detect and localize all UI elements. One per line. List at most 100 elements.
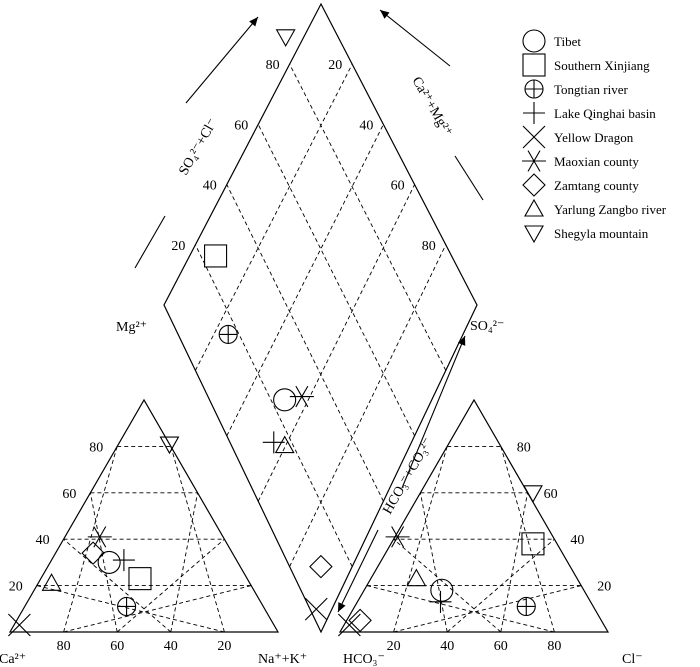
point-lake-qinghai-basin-anion bbox=[429, 590, 452, 613]
point-yarlung-zangbo-river-anion-polygon bbox=[406, 568, 427, 587]
cation-bottom-tick-80: 80 bbox=[57, 639, 71, 654]
grid-lines bbox=[36, 63, 582, 633]
point-tibet-cation-circle bbox=[97, 550, 121, 574]
point-yarlung-zangbo-river-anion bbox=[406, 568, 427, 587]
legend-marker-lake-qinghai-basin-path bbox=[523, 102, 545, 124]
point-tibet-anion-circle bbox=[430, 578, 454, 602]
cation-corner-right-label: Na⁺+K⁺ bbox=[258, 652, 307, 667]
point-zamtang-county-diamond-polygon bbox=[309, 554, 333, 579]
legend-marker-southern-xinjiang bbox=[522, 53, 546, 77]
point-tongtian-river-diamond-cross bbox=[219, 325, 238, 344]
point-yarlung-zangbo-river-diamond bbox=[274, 435, 295, 454]
data-points bbox=[7, 29, 545, 637]
cation-grid-a-80 bbox=[36, 585, 225, 633]
anion-grid-b-20 bbox=[393, 585, 582, 633]
cation-left-tick-40: 40 bbox=[36, 533, 50, 548]
hco3-arrow-up-head bbox=[457, 336, 466, 346]
point-shegyla-mountain-cation bbox=[159, 436, 180, 455]
anion-grid-a-60 bbox=[393, 538, 502, 633]
diamond-grid-u-40 bbox=[257, 184, 416, 502]
point-shegyla-mountain-diamond bbox=[275, 29, 296, 47]
diamond-grid-v-40 bbox=[226, 184, 384, 502]
diamond-left-tick-60: 60 bbox=[234, 118, 248, 133]
point-yellow-dragon-diamond-path bbox=[304, 597, 328, 621]
diamond-left-tick-80: 80 bbox=[266, 58, 280, 73]
axis-arrows bbox=[134, 9, 484, 613]
legend-marker-yellow-dragon bbox=[522, 125, 546, 149]
legend-label-yellow-dragon: Yellow Dragon bbox=[554, 130, 634, 145]
legend-marker-zamtang-county bbox=[522, 173, 546, 197]
diamond-left-axis-label: SO₄²⁻+Cl⁻ bbox=[176, 116, 220, 178]
point-tongtian-river-cation-cross bbox=[117, 597, 136, 616]
point-maoxian-county-diamond bbox=[289, 385, 314, 408]
point-southern-xinjiang-anion-rect bbox=[521, 532, 545, 556]
diamond-right-tick-60: 60 bbox=[391, 179, 405, 194]
diamond-grid-u-60 bbox=[226, 124, 384, 437]
point-tongtian-river-cation bbox=[117, 596, 137, 617]
legend-label-tongtian-river: Tongtian river bbox=[554, 82, 628, 97]
cation-grid-b-60 bbox=[170, 492, 199, 633]
point-tongtian-river-anion bbox=[516, 596, 536, 617]
point-zamtang-county-diamond bbox=[309, 554, 333, 579]
point-southern-xinjiang-diamond bbox=[204, 244, 228, 268]
socl-arrow-tail bbox=[134, 215, 166, 269]
point-yellow-dragon-anion bbox=[337, 613, 361, 637]
anion-bottom-tick-40: 40 bbox=[440, 639, 454, 654]
cation-grid-b-40 bbox=[116, 538, 225, 633]
point-maoxian-county-cation bbox=[87, 526, 112, 548]
diamond-left-tick-40: 40 bbox=[203, 179, 217, 194]
anion-corner-left-label: HCO₃⁻ bbox=[343, 652, 385, 667]
diamond-grid-u-20 bbox=[289, 244, 447, 567]
anion-grid-a-80 bbox=[366, 585, 555, 633]
point-zamtang-county-anion-polygon bbox=[348, 608, 372, 633]
point-tibet-cation bbox=[97, 550, 121, 574]
cation-left-tick-80: 80 bbox=[89, 440, 103, 455]
legend-label-zamtang-county: Zamtang county bbox=[554, 178, 639, 193]
point-yellow-dragon-cation-path bbox=[7, 613, 31, 637]
legend-label-tibet: Tibet bbox=[554, 34, 581, 49]
point-maoxian-county-diamond-path bbox=[289, 385, 314, 408]
point-tongtian-river-anion-cross bbox=[517, 597, 536, 616]
legend-marker-tibet-circle bbox=[522, 29, 546, 53]
anion-triangle bbox=[338, 398, 610, 633]
cation-grid-b-20 bbox=[63, 585, 252, 633]
point-yarlung-zangbo-river-cation-polygon bbox=[41, 573, 62, 591]
diamond-right-tick-20: 20 bbox=[328, 58, 342, 73]
point-yellow-dragon-diamond bbox=[304, 597, 328, 621]
anion-bottom-tick-20: 20 bbox=[387, 639, 401, 654]
legend-marker-zamtang-county-polygon bbox=[522, 173, 546, 197]
legend-marker-lake-qinghai-basin bbox=[523, 102, 545, 124]
camg-arrow-tail bbox=[454, 155, 484, 201]
legend-marker-tongtian-river-cross bbox=[525, 80, 543, 98]
point-zamtang-county-cation-polygon bbox=[81, 541, 105, 565]
point-tibet-diamond-circle bbox=[273, 388, 297, 412]
point-maoxian-county-anion-path bbox=[385, 526, 410, 548]
diamond-grid-v-80 bbox=[289, 63, 447, 371]
anion-grid-b-60 bbox=[500, 492, 529, 633]
point-southern-xinjiang-cation-rect bbox=[128, 567, 152, 591]
triangle-and-diamond-frames bbox=[8, 2, 610, 634]
diamond-right-tick-80: 80 bbox=[422, 239, 436, 254]
legend-label-maoxian-county: Maoxian county bbox=[554, 154, 639, 169]
point-shegyla-mountain-cation-polygon bbox=[159, 436, 180, 455]
cation-bottom-tick-60: 60 bbox=[110, 639, 124, 654]
camg-arrow-up bbox=[379, 9, 451, 67]
point-yellow-dragon-anion-path bbox=[337, 613, 361, 637]
anion-grid-b-40 bbox=[446, 538, 555, 633]
point-shegyla-mountain-anion-polygon bbox=[523, 485, 543, 503]
hco3-arrow-down bbox=[337, 529, 379, 613]
socl-arrow-up-head bbox=[249, 17, 258, 27]
diamond-grid-u-80 bbox=[194, 63, 353, 371]
point-zamtang-county-anion bbox=[348, 608, 372, 633]
point-yellow-dragon-cation bbox=[7, 613, 31, 637]
legend-marker-tongtian-river bbox=[524, 79, 544, 99]
legend-marker-yellow-dragon-path bbox=[522, 125, 546, 149]
anion-corner-top-label: SO₄²⁻ bbox=[470, 319, 504, 334]
point-southern-xinjiang-anion bbox=[521, 532, 545, 556]
point-shegyla-mountain-diamond-polygon bbox=[275, 29, 296, 47]
hco3-arrow-down-head bbox=[338, 602, 346, 612]
point-yarlung-zangbo-river-diamond-polygon bbox=[274, 435, 295, 454]
legend-marker-maoxian-county bbox=[522, 150, 546, 172]
anion-corner-right-label: Cl⁻ bbox=[622, 652, 643, 667]
